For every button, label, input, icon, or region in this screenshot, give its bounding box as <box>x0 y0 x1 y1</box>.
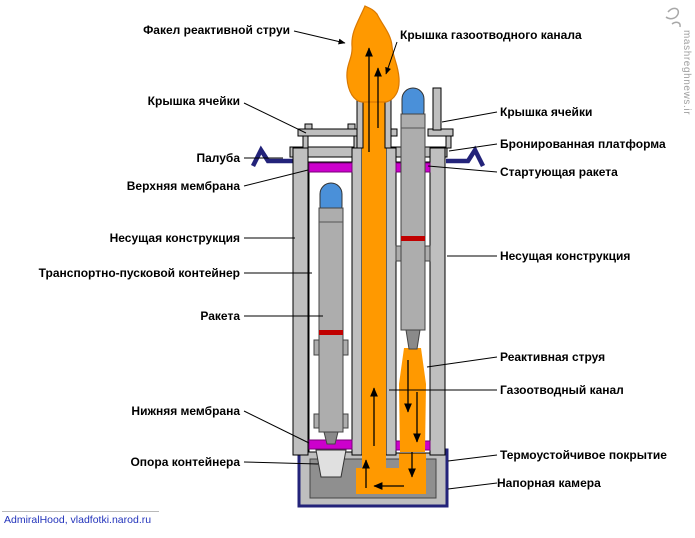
label-transport-launch-container: Транспортно-пусковой контейнер <box>38 266 240 280</box>
label-cell-cover-right: Крышка ячейки <box>500 105 593 119</box>
label-bearing-structure-right: Несущая конструкция <box>500 249 631 263</box>
leader-lines <box>243 30 498 490</box>
label-upper-membrane: Верхняя мембрана <box>126 179 240 193</box>
watermark-text: mashreghnews.ir <box>681 30 692 116</box>
cell-cover-left-shape <box>297 123 363 149</box>
label-gas-duct: Газоотводный канал <box>500 383 624 397</box>
credit-text: AdmiralHood, vladfotki.narod.ru <box>2 511 160 526</box>
container-support-shape <box>315 449 347 478</box>
label-missile: Ракета <box>200 309 240 323</box>
label-pressure-chamber: Напорная камера <box>497 476 601 490</box>
bearing-structure-walls <box>292 147 446 456</box>
label-bearing-structure-left: Несущая конструкция <box>109 231 240 245</box>
missile-left <box>313 182 349 445</box>
upper-membrane-shape <box>308 162 353 173</box>
jet-stream-shape <box>399 348 426 452</box>
label-cell-cover-left: Крышка ячейки <box>147 94 240 108</box>
flow-arrows <box>362 47 421 490</box>
label-deck: Палуба <box>196 151 240 165</box>
label-heat-resistant-coating: Термоустойчивое покрытие <box>500 448 667 462</box>
label-lower-membrane: Нижняя мембрана <box>131 404 240 418</box>
label-container-support: Опора контейнера <box>130 455 240 469</box>
label-launching-missile: Стартующая ракета <box>500 165 618 179</box>
label-jet-stream: Реактивная струя <box>500 350 606 364</box>
label-armored-platform: Бронированная платформа <box>500 137 666 151</box>
flame-plume-shape <box>346 5 400 103</box>
cell-cover-right-shape <box>388 87 454 149</box>
label-flame-plume: Факел реактивной струи <box>143 23 290 37</box>
label-gas-duct-cover: Крышка газоотводного канала <box>400 28 582 42</box>
watermark-logo <box>665 7 681 28</box>
missile-launching <box>395 87 431 350</box>
